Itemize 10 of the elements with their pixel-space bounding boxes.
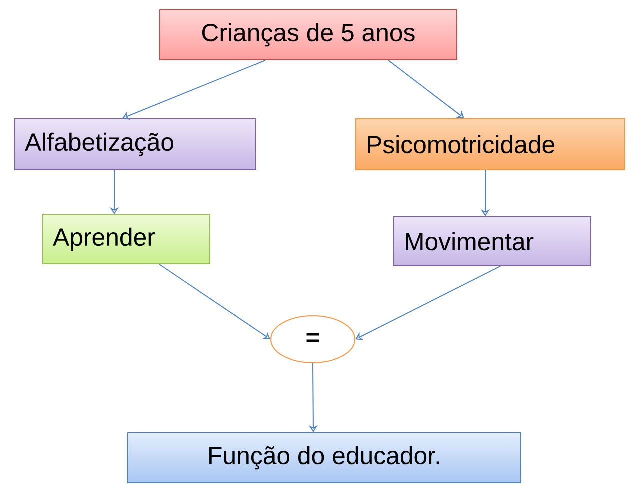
arrow [122, 60, 266, 120]
process-box: Psicomotricidade [356, 118, 626, 170]
arrow [356, 266, 501, 340]
arrow [388, 60, 464, 118]
process-box: Alfabetização [14, 118, 256, 170]
result-box: Função do educador. [128, 432, 522, 484]
process-box: Aprender [42, 214, 210, 264]
title-box: Crianças de 5 anos [160, 10, 458, 60]
process-box: Movimentar [394, 216, 592, 266]
arrow [159, 264, 270, 340]
